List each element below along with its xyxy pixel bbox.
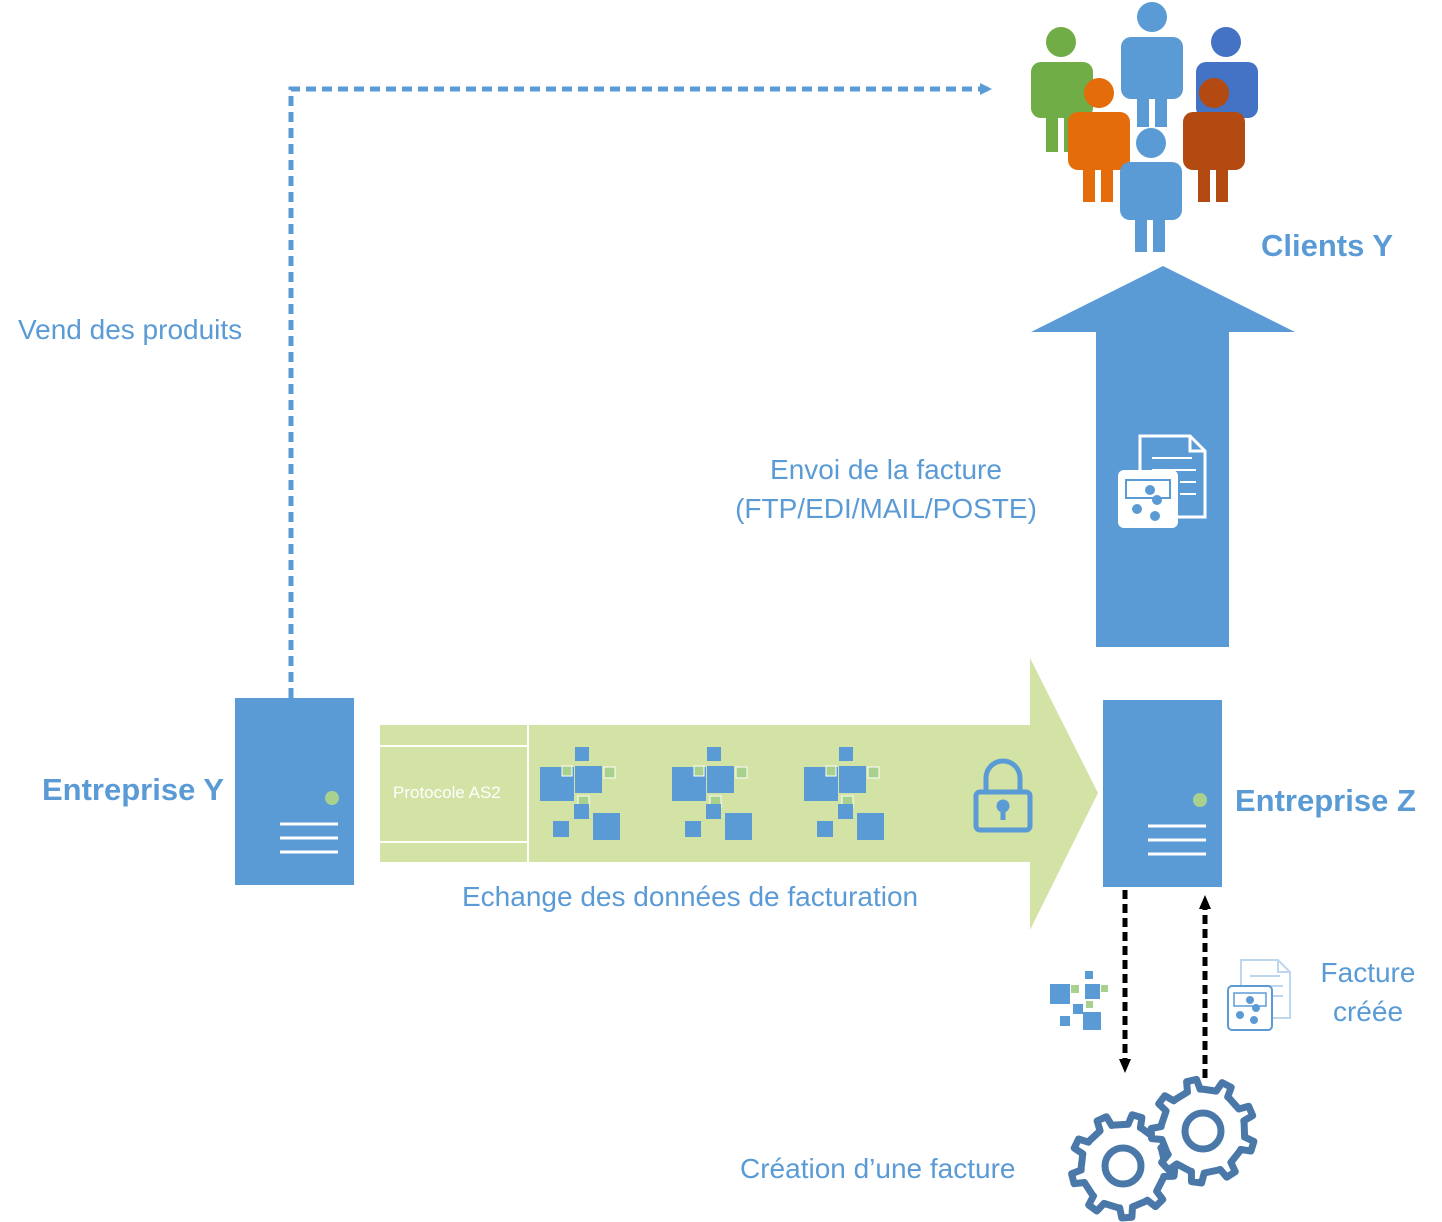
padlock-icon (973, 758, 1033, 833)
send-invoice-label-line1: Envoi de la facture (770, 454, 1002, 485)
data-blocks-icon (672, 747, 752, 840)
server-entreprise-y-icon (235, 698, 354, 885)
data-blocks-icon (804, 747, 884, 840)
send-invoice-arrow (1031, 266, 1295, 647)
protocol-as2-label: Protocole AS2 (393, 783, 501, 802)
protocol-panel (380, 725, 529, 862)
send-invoice-label-line2: (FTP/EDI/MAIL/POSTE) (735, 493, 1037, 524)
server-entreprise-z-icon (1103, 700, 1222, 887)
data-blocks-small-icon (1050, 971, 1108, 1030)
data-blocks-icon (540, 747, 620, 840)
invoice-creation-label: Création d’une facture (740, 1153, 1016, 1184)
sells-products-label: Vend des produits (18, 314, 243, 345)
data-blocks-group (540, 747, 884, 840)
clients-y-label: Clients Y (1261, 228, 1394, 263)
entreprise-y-label: Entreprise Y (42, 772, 225, 807)
data-exchange-arrow (380, 658, 1098, 930)
gears-group (1068, 1075, 1258, 1222)
people-group-icon (1031, 2, 1258, 252)
invoice-created-label-line2: créée (1332, 996, 1404, 1027)
entreprise-z-label: Entreprise Z (1235, 783, 1416, 818)
data-exchange-label: Echange des données de facturation (462, 881, 919, 912)
sales-connector-line (288, 83, 992, 698)
gear-icon (1147, 1075, 1258, 1187)
invoice-created-label-line1: Facture (1320, 957, 1416, 988)
invoice-document-icon (1118, 434, 1207, 528)
invoice-created-icon (1227, 959, 1291, 1031)
